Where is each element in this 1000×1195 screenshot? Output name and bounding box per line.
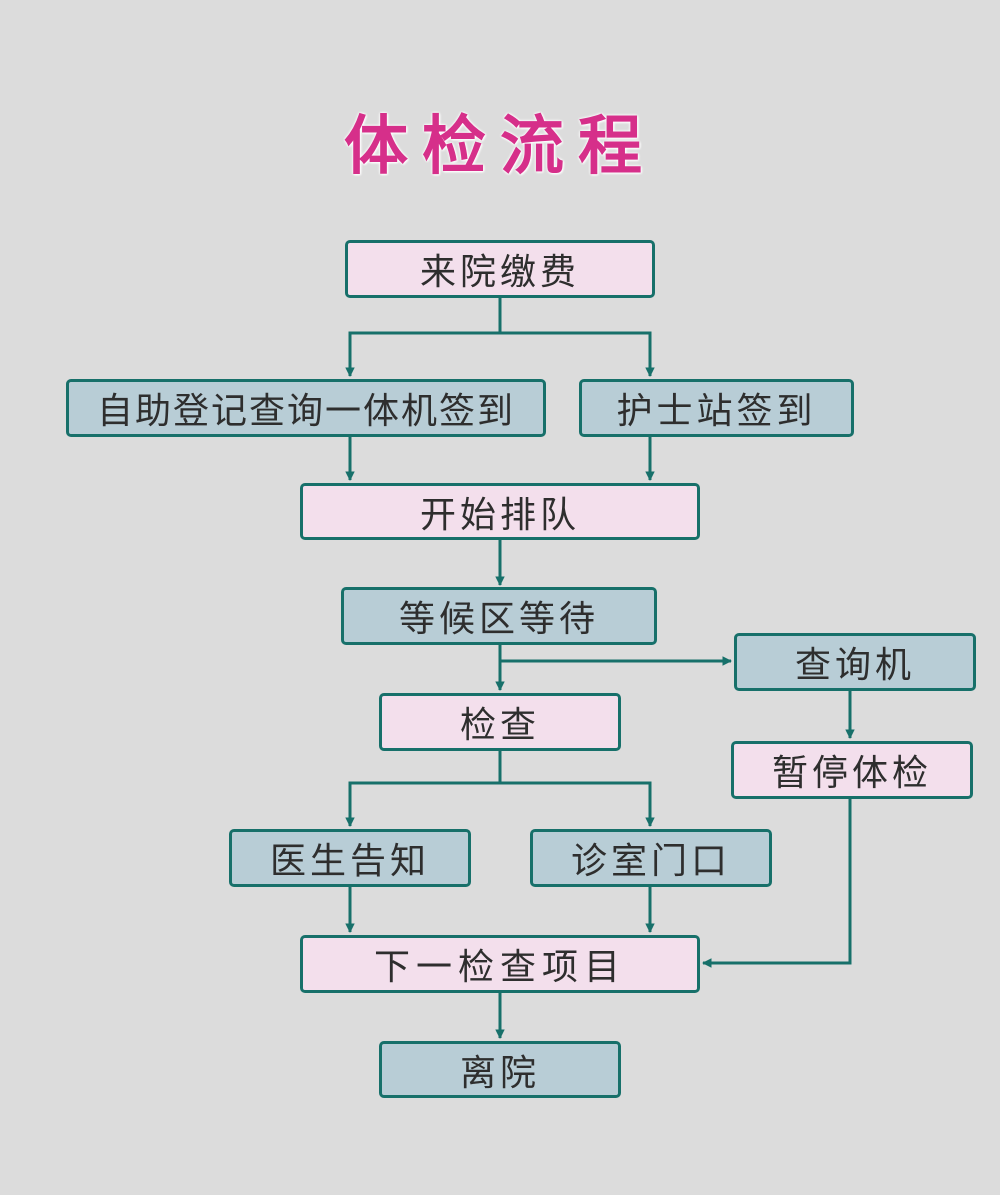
node-queue: 开始排队 [300,483,700,540]
node-next-item: 下一检查项目 [300,935,700,993]
node-pause: 暂停体检 [731,741,973,799]
node-exam: 检查 [379,693,621,751]
node-kiosk-checkin: 自助登记查询一体机签到 [66,379,546,437]
node-leave: 离院 [379,1041,621,1098]
node-waiting: 等候区等待 [341,587,657,645]
connector-exam-door [500,781,655,827]
node-room-door: 诊室门口 [530,829,772,887]
connector-exam-doctor [345,751,502,827]
node-doctor-notice: 医生告知 [229,829,471,887]
node-pay: 来院缴费 [345,240,655,298]
connector-pay-nurse [500,331,655,377]
connector-pause-next [702,799,852,968]
page-title: 体检流程 [344,110,656,184]
node-query-machine: 查询机 [734,633,976,691]
connector-pay-split [345,298,502,377]
node-nurse-checkin: 护士站签到 [579,379,854,437]
